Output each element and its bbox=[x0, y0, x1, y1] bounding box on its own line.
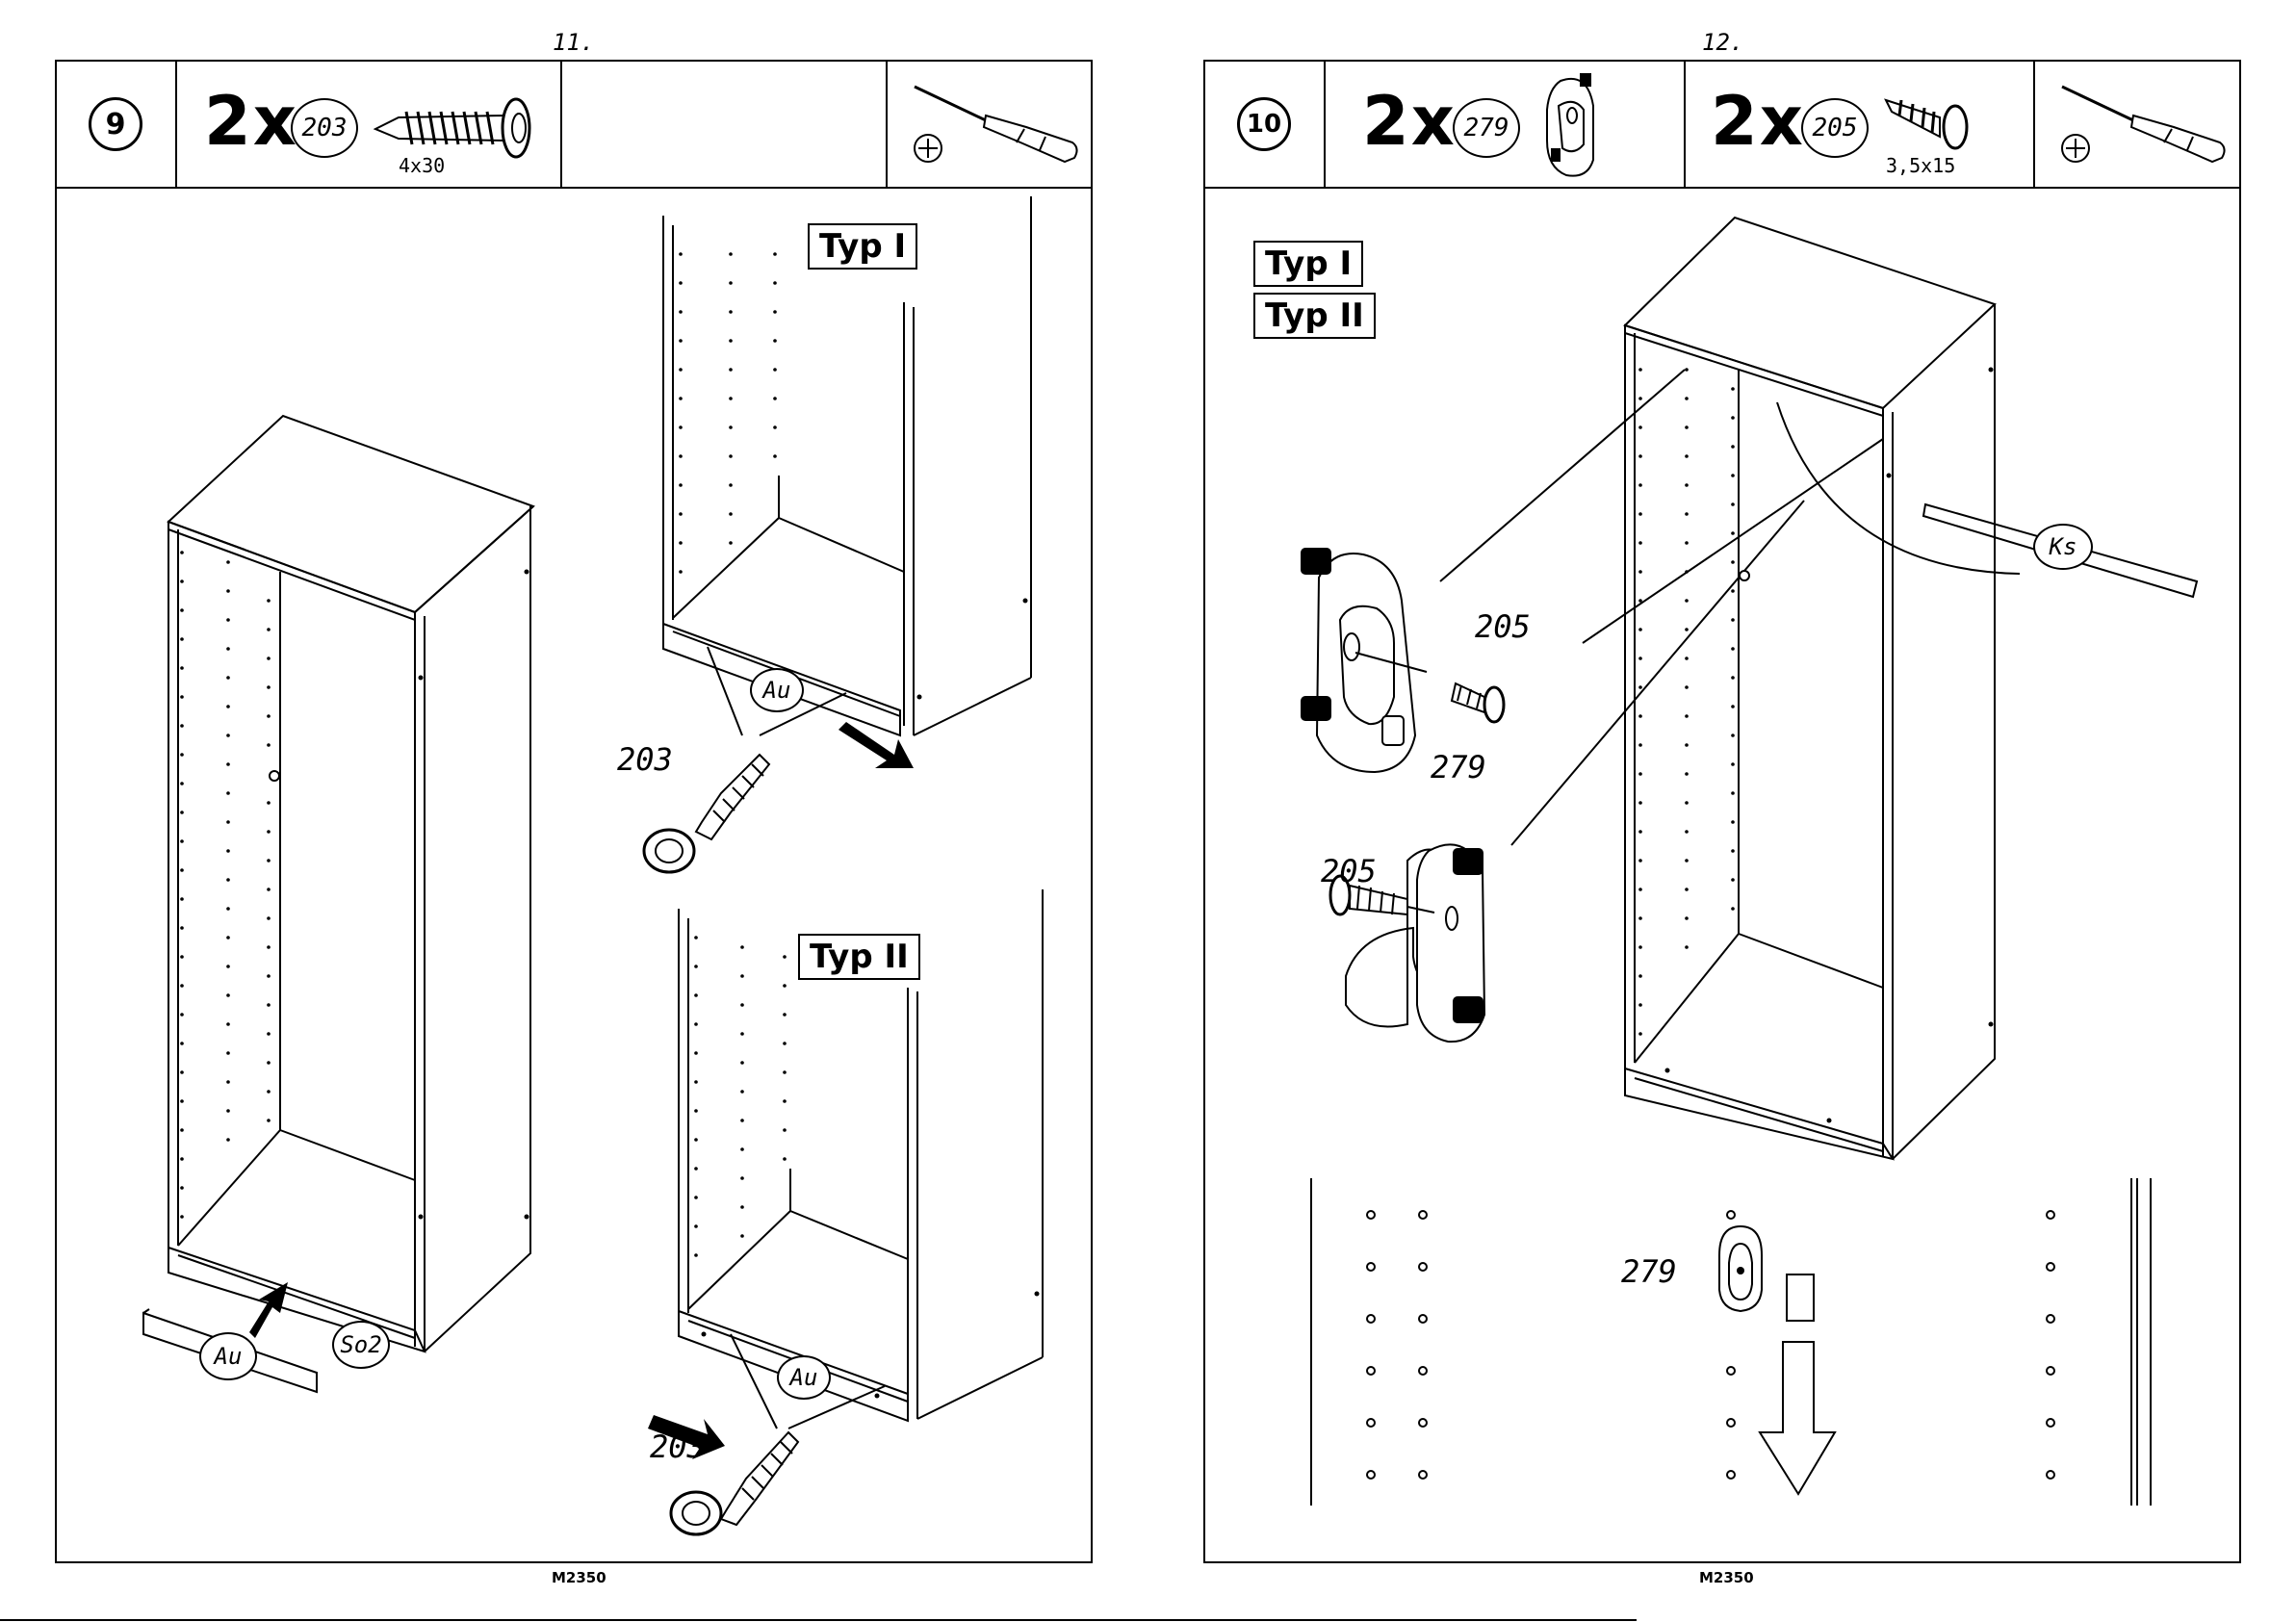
part-tag-ks: Ks bbox=[2033, 524, 2093, 570]
page-number: 11. bbox=[553, 29, 594, 56]
bracket-label: 279 bbox=[1431, 749, 1486, 785]
footer-code: M2350 bbox=[1699, 1569, 1754, 1586]
footer-code: M2350 bbox=[552, 1569, 606, 1586]
scan-edge-line bbox=[0, 1619, 1637, 1621]
instruction-page-right: 10 2x 279 2x 205 3, bbox=[1203, 60, 2241, 1563]
part-tag-au-typ2: Au bbox=[777, 1355, 831, 1400]
screw-label-lower: 205 bbox=[1321, 853, 1377, 889]
instruction-page-left: 9 2x 203 4x30 bbox=[55, 60, 1093, 1563]
page-number: 12. bbox=[1702, 29, 1743, 56]
typ2-detail-illustration bbox=[57, 62, 1095, 1565]
cabinet-rail-illustration bbox=[1205, 62, 2243, 1565]
screw-label-upper: 205 bbox=[1475, 608, 1531, 645]
type-label-typ2: Typ II bbox=[798, 934, 920, 980]
screw-label-typ2: 203 bbox=[650, 1429, 706, 1465]
template-part-label: 279 bbox=[1621, 1253, 1677, 1290]
